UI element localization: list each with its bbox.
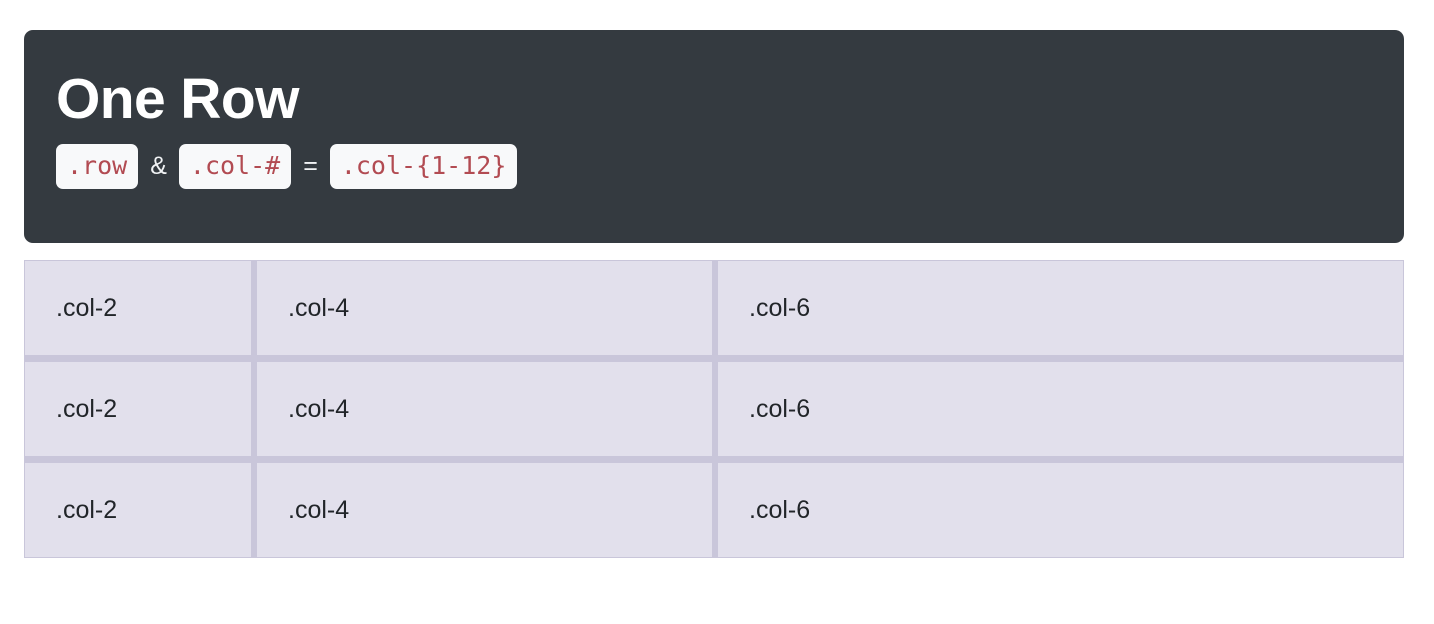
jumbotron-lead: .row & .col-# = .col-{1-12} <box>56 129 1372 190</box>
page-title: One Row <box>56 67 299 131</box>
grid-row: .col-2 .col-4 .col-6 <box>25 463 1403 557</box>
grid-row: .col-2 .col-4 .col-6 <box>25 261 1403 355</box>
grid-cell-col-4: .col-4 <box>257 362 712 456</box>
code-badge-row: .row <box>56 144 139 190</box>
code-badge-col-range: .col-{1-12} <box>329 144 518 190</box>
grid-cell-col-4: .col-4 <box>257 261 712 355</box>
grid-cell-col-2: .col-2 <box>25 261 251 355</box>
jumbotron-header: One Row .row & .col-# = .col-{1-12} <box>24 30 1404 243</box>
grid-cell-col-2: .col-2 <box>25 463 251 557</box>
grid-cell-col-6: .col-6 <box>718 362 1403 456</box>
lead-operator-and: & <box>150 152 167 181</box>
grid-row: .col-2 .col-4 .col-6 <box>25 362 1403 456</box>
grid-cell-col-2: .col-2 <box>25 362 251 456</box>
grid-cell-col-6: .col-6 <box>718 463 1403 557</box>
grid-cell-col-4: .col-4 <box>257 463 712 557</box>
code-badge-col-hash: .col-# <box>178 144 292 190</box>
grid-cell-col-6: .col-6 <box>718 261 1403 355</box>
grid-demo: .col-2 .col-4 .col-6 .col-2 .col-4 .col-… <box>24 260 1404 558</box>
lead-operator-equals: = <box>303 152 318 181</box>
